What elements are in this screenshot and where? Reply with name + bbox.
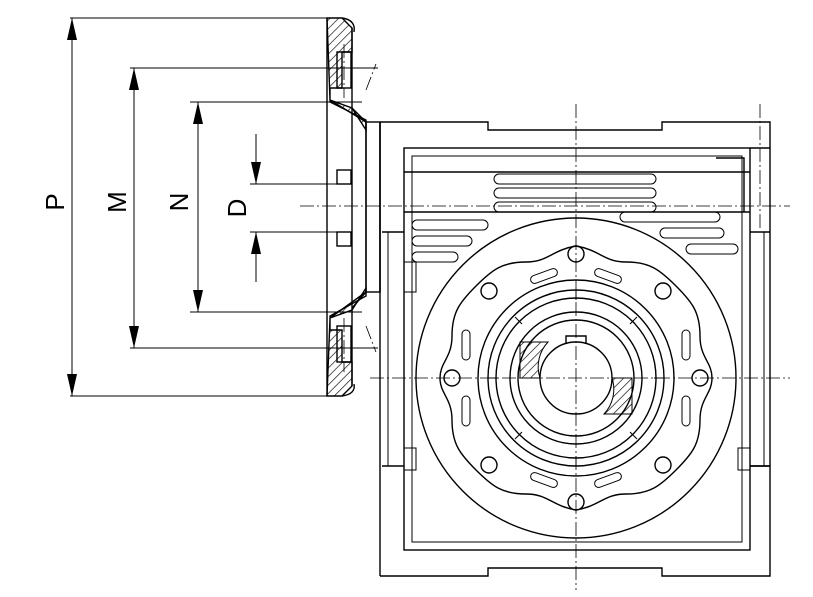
dim-label-p: P [40, 193, 70, 210]
dim-label-n: N [164, 193, 194, 212]
center-lines [300, 104, 790, 590]
dimension-lines [67, 17, 378, 397]
flange-section [326, 17, 381, 397]
gearbox-housing [379, 121, 771, 577]
dim-label-d: D [222, 199, 252, 218]
dim-label-m: M [102, 191, 132, 213]
